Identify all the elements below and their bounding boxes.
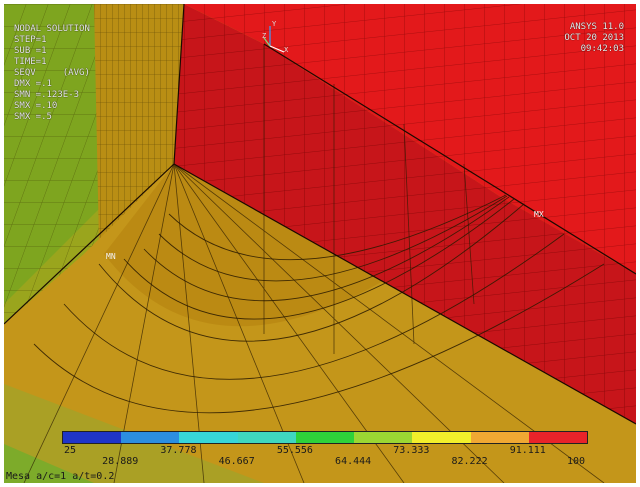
contour-tick-label: 64.444 bbox=[335, 456, 372, 467]
solution-info-line: SMX =.5 bbox=[14, 112, 52, 122]
contour-color-swatch bbox=[63, 432, 122, 443]
contour-tick-label: 55.556 bbox=[276, 445, 313, 456]
contour-color-swatch bbox=[179, 432, 238, 443]
solution-info-line: DMX =.1 bbox=[14, 79, 52, 89]
version-date-line: OCT 20 2013 bbox=[564, 33, 624, 43]
contour-tick-label: 82.222 bbox=[451, 456, 488, 467]
radial-mesh-spokes bbox=[23, 44, 605, 483]
contour-tick-label: 91.111 bbox=[509, 445, 546, 456]
contour-color-swatch bbox=[237, 432, 296, 443]
min-node-label: MN bbox=[106, 252, 116, 261]
max-node-label: MX bbox=[534, 210, 544, 219]
contour-color-swatch bbox=[295, 432, 355, 443]
solution-info-line: STEP=1 bbox=[14, 35, 47, 45]
triad-x-label: X bbox=[284, 46, 289, 54]
contour-color-swatch bbox=[354, 432, 413, 443]
fea-mesh-contour-plot bbox=[4, 4, 636, 483]
version-date-line: 09:42:03 bbox=[580, 44, 624, 54]
contour-color-bar bbox=[62, 431, 588, 444]
solution-info-line: NODAL SOLUTION bbox=[14, 24, 90, 34]
version-date-line: ANSYS 11.0 bbox=[569, 22, 624, 32]
floor-green-zone bbox=[4, 444, 94, 483]
contour-color-swatch bbox=[470, 432, 529, 443]
contour-color-swatch bbox=[121, 432, 180, 443]
triad-z-label: Z bbox=[262, 32, 266, 40]
solution-info-line: TIME=1 bbox=[14, 57, 47, 67]
contour-tick-label: 37.778 bbox=[160, 445, 197, 456]
contour-tick-label: 100 bbox=[566, 456, 586, 467]
contour-color-swatch bbox=[412, 432, 471, 443]
contour-tick-label: 28.889 bbox=[102, 456, 139, 467]
solution-info-line: SMN =.123E-3 bbox=[14, 90, 80, 100]
contour-tick-label: 73.333 bbox=[393, 445, 430, 456]
model-edges bbox=[4, 4, 636, 425]
axis-triad: Y X Z bbox=[262, 20, 289, 54]
solution-info-line: SMX =.10 bbox=[14, 101, 58, 111]
corner-wall-mesh bbox=[174, 4, 636, 424]
solution-info-line: SUB =1 bbox=[14, 46, 47, 56]
plot-title: Mesa a/c=1 a/t=0.2 bbox=[6, 471, 115, 482]
contour-tick-label: 46.667 bbox=[218, 456, 255, 467]
contour-tick-label: 25 bbox=[63, 445, 77, 456]
back-wall-mesh bbox=[184, 4, 636, 274]
triad-y-label: Y bbox=[272, 20, 277, 28]
solution-info-line: SEQV (AVG) bbox=[14, 68, 90, 78]
radial-mesh-arcs bbox=[33, 194, 605, 414]
contour-color-swatch bbox=[528, 432, 587, 443]
